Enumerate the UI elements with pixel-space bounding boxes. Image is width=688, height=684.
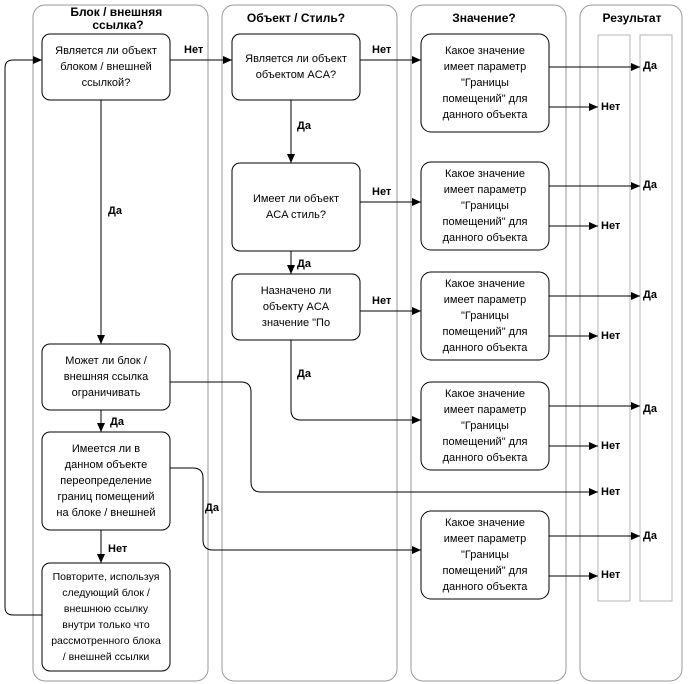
box-q-can-bound	[41, 343, 171, 411]
label-yes-override: Да	[205, 502, 219, 514]
result-strip-yes	[597, 34, 631, 602]
box-value-2	[420, 161, 550, 251]
edge-repeat-loop	[4, 59, 42, 616]
result-no-2: Нет	[601, 220, 621, 232]
node-value-assigned: Назначено ли объекту ACA значение "По	[260, 285, 332, 329]
node-is-block: Является ли объект блоком / внешней ссыл…	[55, 45, 157, 89]
label-no-override: Нет	[108, 543, 128, 555]
box-q-aca-style	[231, 162, 361, 252]
result-no-6: Нет	[601, 569, 621, 581]
node-value-1: Какое значение имеет параметр "Границы п…	[442, 45, 528, 121]
box-value-1	[420, 33, 550, 133]
result-yes-1: Да	[643, 60, 657, 72]
box-value-3	[420, 271, 550, 361]
box-repeat	[41, 562, 171, 672]
lane-result	[579, 4, 683, 682]
node-value-5: Какое значение имеет параметр "Границы п…	[442, 517, 528, 593]
result-no-5: Нет	[601, 486, 621, 498]
node-can-block-bound: Может ли блок / внешняя ссылка ограничив…	[63, 355, 149, 399]
label-no-assigned: Нет	[372, 295, 392, 307]
result-yes-6: Да	[643, 530, 657, 542]
node-has-aca-style: Имеет ли объект ACA стиль?	[252, 193, 340, 221]
box-value-5	[420, 510, 550, 600]
box-q-aca-object	[231, 33, 361, 101]
result-yes-4: Да	[643, 403, 657, 415]
label-yes-aca-object: Да	[297, 120, 311, 132]
label-yes-block: Да	[108, 205, 122, 217]
label-yes-can-bound: Да	[110, 416, 124, 428]
result-yes-3: Да	[643, 289, 657, 301]
node-repeat: Повторите, используя следующий блок / вн…	[51, 571, 161, 663]
arrowheads	[33, 56, 640, 580]
node-value-3: Какое значение имеет параметр "Границы п…	[442, 278, 528, 354]
node-is-aca-object: Является ли объект объектом ACA?	[245, 53, 347, 81]
lane-title-object: Объект / Стиль?	[247, 11, 345, 25]
result-yes-2: Да	[643, 179, 657, 191]
node-value-2: Какое значение имеет параметр "Границы п…	[442, 168, 528, 244]
lane-title-value: Значение?	[452, 11, 515, 25]
label-yes-aca-style: Да	[297, 258, 311, 270]
lane-title-block: Блок / внешняя ссылка?	[70, 5, 165, 32]
result-strip-no	[639, 34, 673, 602]
edge-override-yes	[170, 467, 421, 551]
lane-title-result: Результат	[603, 11, 662, 25]
node-override-present: Имеется ли в данном объекте переопределе…	[56, 443, 156, 519]
label-no-aca-style: Нет	[372, 186, 392, 198]
edge-can-bound-no	[170, 381, 598, 493]
result-no-1: Нет	[601, 101, 621, 113]
box-q-assigned	[231, 273, 361, 341]
box-q-override	[41, 431, 171, 531]
node-value-4: Какое значение имеет параметр "Границы п…	[442, 388, 528, 464]
box-q-block	[41, 33, 171, 101]
edge-assigned-yes	[290, 340, 421, 421]
label-yes-assigned: Да	[297, 368, 311, 380]
label-no-aca-object: Нет	[372, 44, 392, 56]
result-no-3: Нет	[601, 330, 621, 342]
label-no-block: Нет	[184, 44, 204, 56]
lane-object	[221, 4, 398, 682]
result-no-4: Нет	[601, 440, 621, 452]
box-value-4	[420, 381, 550, 471]
